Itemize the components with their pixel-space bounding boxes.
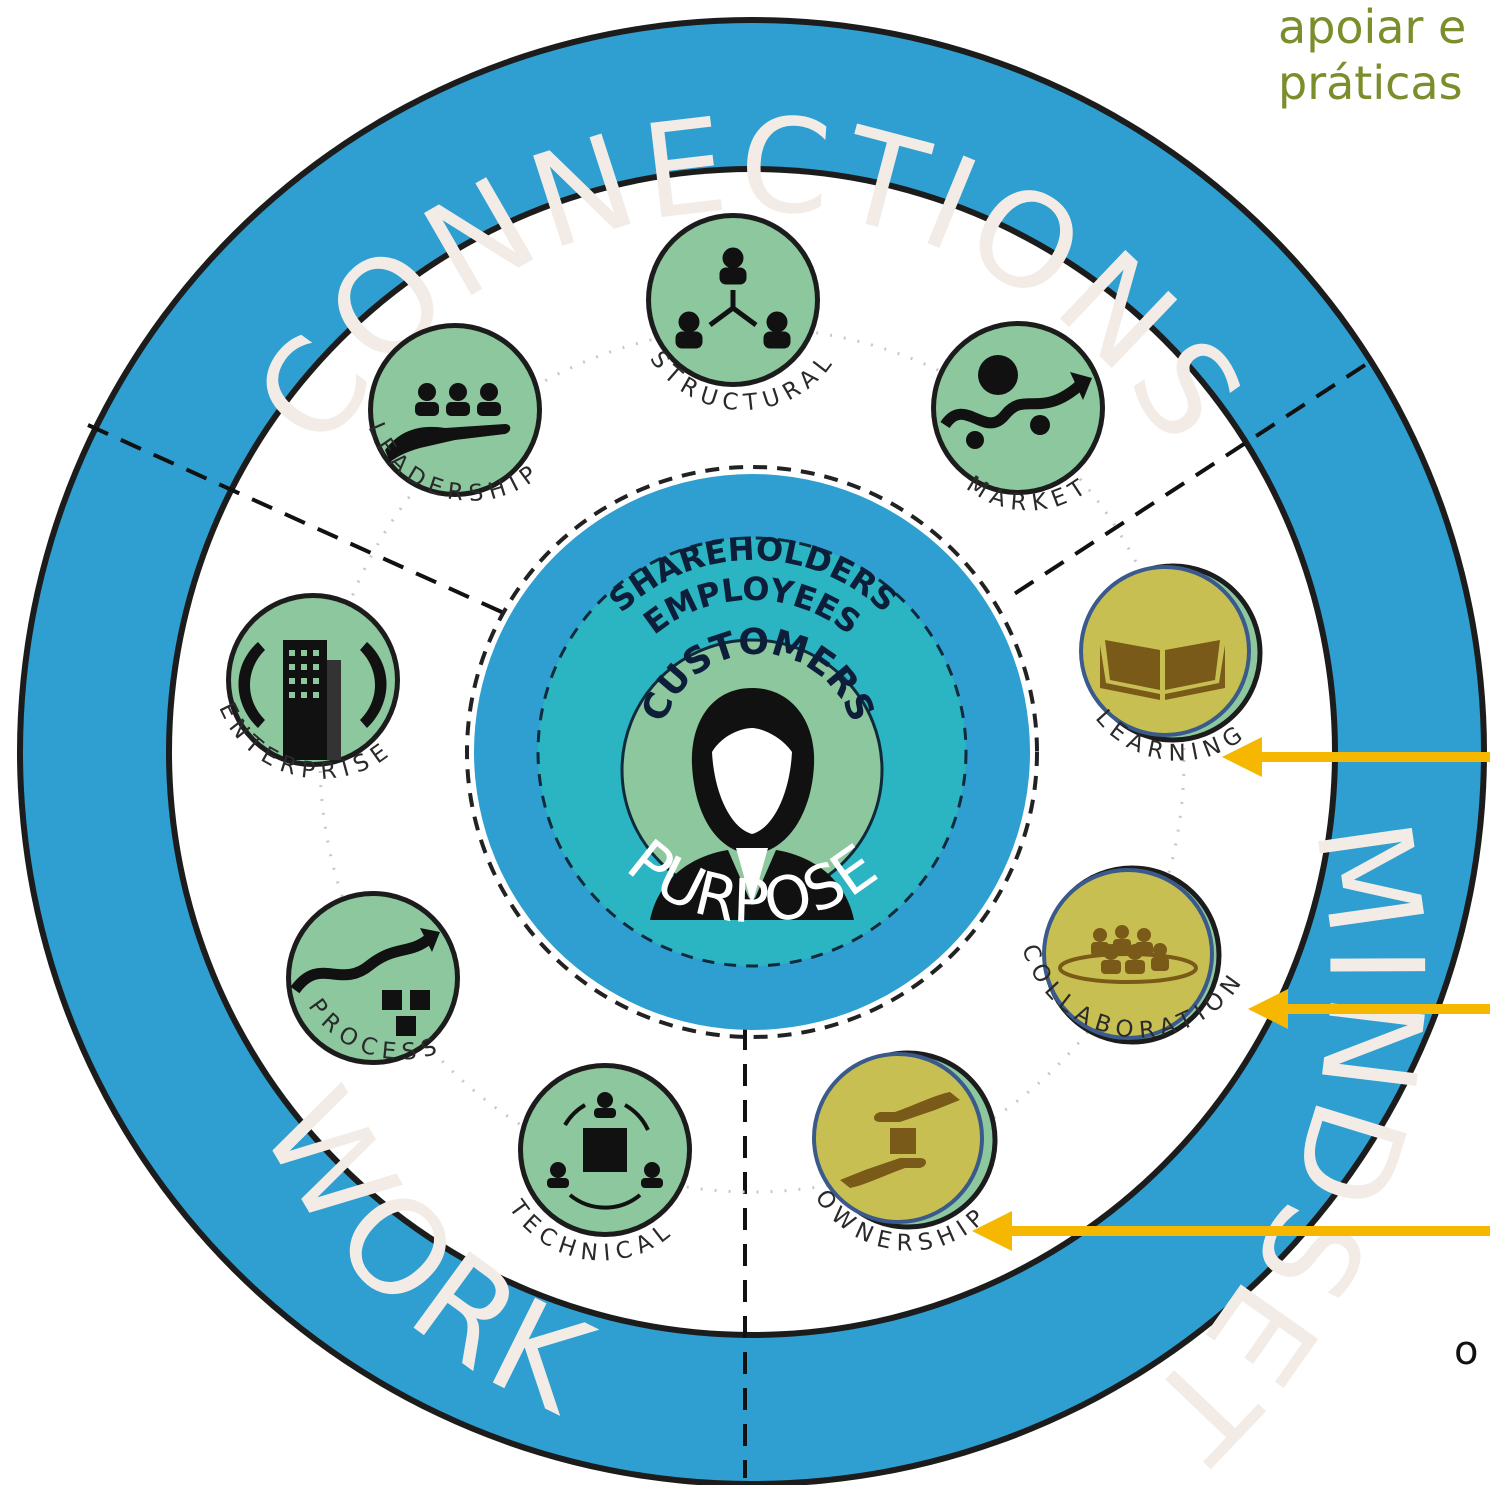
top-right-text-line2: práticas [1278, 56, 1463, 110]
ring-dividers [87, 363, 1367, 1478]
trend-arrow-icon [940, 355, 1092, 449]
arrow-learning [1222, 737, 1490, 777]
team-table-icon [1058, 925, 1198, 984]
building-cycle-icon [238, 640, 387, 760]
node-process [286, 891, 460, 1065]
customer-figure-icon [650, 688, 854, 920]
node-market [931, 321, 1105, 495]
arrow-collaboration [1248, 989, 1490, 1029]
node-learning [1079, 563, 1263, 743]
open-book-icon [1100, 640, 1225, 700]
cycle-box-icon [547, 1092, 663, 1210]
node-leadership [368, 323, 542, 497]
node-enterprise [226, 593, 400, 767]
hands-box-icon [840, 1092, 960, 1188]
bottom-right-text: o [1454, 1328, 1479, 1374]
node-ownership [812, 1050, 998, 1230]
center-hub: SHAREHOLDERS EMPLOYEES CUSTOMERS PURPOSE [465, 465, 1039, 1039]
hand-holding-people-icon [385, 383, 511, 462]
top-right-text-line1: apoiar e [1278, 0, 1467, 54]
node-orbit [318, 326, 1186, 1194]
node-collaboration [1042, 865, 1222, 1045]
node-structural [646, 213, 820, 387]
arrow-ownership [972, 1211, 1490, 1251]
node-technical [518, 1063, 692, 1237]
growth-boxes-icon [290, 928, 440, 1036]
org-structure-icon [675, 247, 791, 349]
